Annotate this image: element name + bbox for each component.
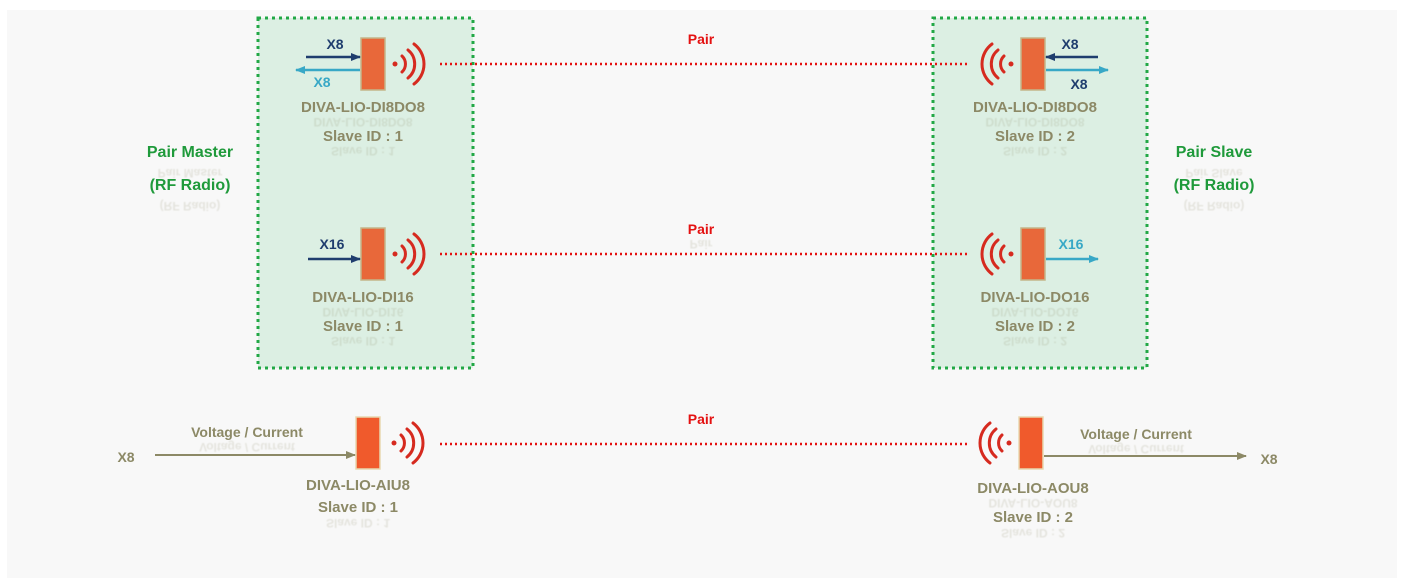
master-row1-slave-id-reflection: Slave ID : 1 [330,144,396,158]
pair-slave-label: Pair Slave [1175,144,1253,161]
master-device-row3 [355,416,425,470]
radio-waves-icon [391,421,425,465]
master-device-row1 [360,37,426,91]
pair-label-row2-reflection: Pair [689,237,713,251]
radio-waves-icon [980,42,1014,86]
master-row2-input-count: X16 [319,236,345,252]
slave-row3-slave-id-reflection: Slave ID : 2 [1000,526,1066,540]
master-row1-input-count: X8 [326,36,344,52]
pair-label-row2: Pair [687,221,715,237]
master-row1-model: DIVA-LIO-DI8DO8 [301,99,425,116]
pair-slave-sublabel: (RF Radio) [1173,177,1255,194]
slave-row1-output-count: X8 [1070,76,1088,92]
master-row2-model: DIVA-LIO-DI16 [312,289,414,306]
slave-row2-model-reflection: DIVA-LIO-DO16 [991,305,1079,319]
slave-row1-slave-id: Slave ID : 2 [994,128,1076,145]
slave-row2-slave-id: Slave ID : 2 [994,318,1076,335]
slave-row3-slave-id: Slave ID : 2 [992,509,1074,526]
radio-waves-icon [392,42,426,86]
master-row2-slave-id-reflection: Slave ID : 1 [330,334,396,348]
pair-master-label: Pair Master [146,144,234,161]
pair-master-sublabel: (RF Radio) [149,177,231,194]
master-row3-count: X8 [117,449,135,465]
slave-row3-model: DIVA-LIO-AOU8 [977,480,1089,497]
slave-row1-model-reflection: DIVA-LIO-DI8DO8 [985,115,1085,129]
slave-row1-slave-id-reflection: Slave ID : 2 [1002,144,1068,158]
slave-device-row3 [978,416,1044,470]
radio-waves-icon [392,232,426,276]
slave-row3-count: X8 [1260,451,1278,467]
master-row3-signal-reflection: Voltage / Current [199,440,295,454]
radio-waves-icon [978,421,1012,465]
master-row1-slave-id: Slave ID : 1 [322,128,404,145]
pair-label-row3: Pair [687,411,715,427]
master-row3-model: DIVA-LIO-AIU8 [306,477,410,494]
master-row2-slave-id: Slave ID : 1 [322,318,404,335]
slave-device-row2 [980,227,1046,281]
master-row3-slave-id: Slave ID : 1 [317,499,399,516]
slave-row2-slave-id-reflection: Slave ID : 2 [1002,334,1068,348]
master-row3-slave-id-reflection: Slave ID : 1 [325,516,391,530]
slave-row1-model: DIVA-LIO-DI8DO8 [973,99,1097,116]
master-row3-signal-label: Voltage / Current [191,424,303,440]
radio-waves-icon [980,232,1014,276]
slave-row2-model: DIVA-LIO-DO16 [980,289,1090,306]
master-device-row2 [360,227,426,281]
diagram-canvas [7,10,1397,578]
slave-device-row1 [980,37,1046,91]
master-row1-model-reflection: DIVA-LIO-DI8DO8 [313,115,413,129]
master-row2-model-reflection: DIVA-LIO-DI16 [322,305,404,319]
pair-master-sublabel-reflection: (RF Radio) [159,199,221,213]
pair-slave-sublabel-reflection: (RF Radio) [1183,199,1245,213]
slave-row3-signal-reflection: Voltage / Current [1088,442,1184,456]
slave-row3-model-reflection: DIVA-LIO-AOU8 [988,496,1078,510]
slave-row2-output-count: X16 [1058,236,1084,252]
slave-row3-signal-label: Voltage / Current [1080,426,1192,442]
pair-label-row1: Pair [687,31,715,47]
master-row1-output-count: X8 [313,74,331,90]
slave-row1-input-count: X8 [1061,36,1079,52]
